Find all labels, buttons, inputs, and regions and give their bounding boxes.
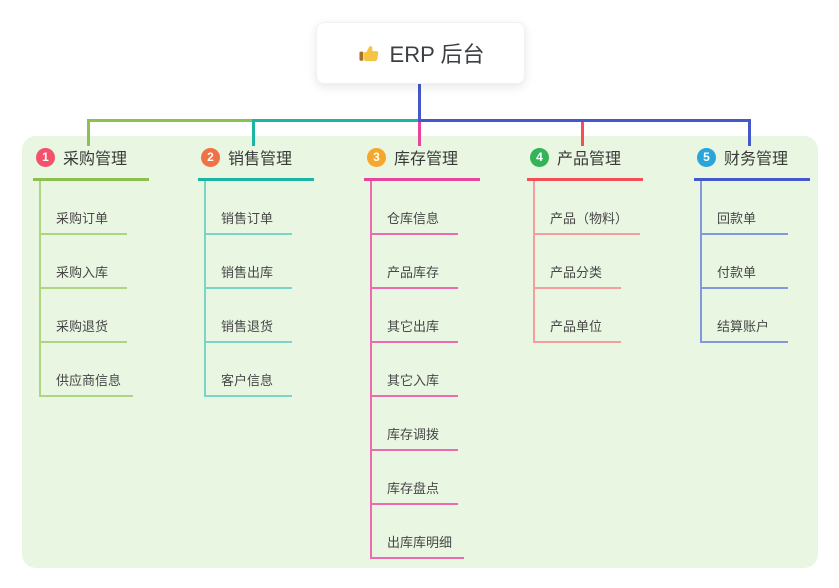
child-node-label: 产品分类 <box>533 262 621 289</box>
child-node-label: 销售退货 <box>204 316 292 343</box>
branch-vertical-line <box>700 181 702 343</box>
branch-vertical-line <box>370 181 372 559</box>
child-node-label: 采购订单 <box>39 208 127 235</box>
branch-drop-2 <box>252 119 255 146</box>
branch-采购管理: 1 采购管理 采购订单 采购入库 采购退货 供应商信息 <box>33 145 149 397</box>
child-node-label: 结算账户 <box>700 316 788 343</box>
branch-children: 销售订单 销售出库 销售退货 客户信息 <box>204 181 314 397</box>
child-node[interactable]: 采购退货 <box>39 289 149 343</box>
branch-children: 采购订单 采购入库 采购退货 供应商信息 <box>39 181 149 397</box>
branch-header[interactable]: 4 产品管理 <box>527 145 643 181</box>
branch-number-badge: 4 <box>530 147 549 167</box>
branch-产品管理: 4 产品管理 产品（物料） 产品分类 产品单位 <box>527 145 643 343</box>
child-node-label: 出库库明细 <box>370 532 465 559</box>
branch-number-badge: 5 <box>697 147 716 167</box>
branch-drop-3 <box>418 122 421 146</box>
branch-label: 财务管理 <box>724 151 789 168</box>
child-node-label: 库存盘点 <box>370 478 458 505</box>
root-connector <box>418 82 421 122</box>
branches-panel <box>22 136 818 568</box>
child-node-label: 产品（物料） <box>533 208 641 235</box>
child-node[interactable]: 其它出库 <box>370 289 480 343</box>
child-node[interactable]: 销售退货 <box>204 289 314 343</box>
child-node[interactable]: 出库库明细 <box>370 505 480 559</box>
root-title: ERP 后台 <box>389 42 485 67</box>
child-node[interactable]: 产品分类 <box>533 235 643 289</box>
child-node[interactable]: 结算账户 <box>700 289 810 343</box>
branch-header[interactable]: 3 库存管理 <box>364 145 480 181</box>
child-node[interactable]: 客户信息 <box>204 343 314 397</box>
child-node[interactable]: 销售出库 <box>204 235 314 289</box>
trunk-segment-2 <box>252 119 421 122</box>
child-node-label: 库存调拨 <box>370 424 458 451</box>
branch-header[interactable]: 2 销售管理 <box>198 145 314 181</box>
child-node-label: 客户信息 <box>204 370 292 397</box>
branch-header[interactable]: 5 财务管理 <box>694 145 810 181</box>
child-node[interactable]: 产品单位 <box>533 289 643 343</box>
child-node[interactable]: 采购入库 <box>39 235 149 289</box>
child-node[interactable]: 库存调拨 <box>370 397 480 451</box>
branch-drop-5 <box>748 119 751 146</box>
branch-number-badge: 1 <box>36 147 55 167</box>
branch-children: 仓库信息 产品库存 其它出库 其它入库 库存调拨 库存盘点 出库库明细 <box>370 181 480 559</box>
child-node[interactable]: 供应商信息 <box>39 343 149 397</box>
child-node-label: 产品库存 <box>370 262 458 289</box>
root-node[interactable]: ERP 后台 <box>316 22 525 84</box>
branch-number-badge: 2 <box>201 147 220 167</box>
child-node[interactable]: 付款单 <box>700 235 810 289</box>
branch-drop-1 <box>87 119 90 146</box>
branch-财务管理: 5 财务管理 回款单 付款单 结算账户 <box>694 145 810 343</box>
child-node-label: 供应商信息 <box>39 370 134 397</box>
child-node-label: 采购退货 <box>39 316 127 343</box>
branch-children: 产品（物料） 产品分类 产品单位 <box>533 181 643 343</box>
branch-label: 产品管理 <box>557 151 622 168</box>
branch-销售管理: 2 销售管理 销售订单 销售出库 销售退货 客户信息 <box>198 145 314 397</box>
child-node[interactable]: 库存盘点 <box>370 451 480 505</box>
branch-vertical-line <box>39 181 41 397</box>
child-node[interactable]: 销售订单 <box>204 181 314 235</box>
branch-label: 销售管理 <box>228 151 293 168</box>
child-node-label: 产品单位 <box>533 316 621 343</box>
branch-label: 采购管理 <box>63 151 128 168</box>
child-node[interactable]: 其它入库 <box>370 343 480 397</box>
child-node-label: 其它入库 <box>370 370 458 397</box>
branch-number-badge: 3 <box>367 147 386 167</box>
child-node-label: 其它出库 <box>370 316 458 343</box>
child-node-label: 付款单 <box>700 262 788 289</box>
child-node[interactable]: 仓库信息 <box>370 181 480 235</box>
child-node-label: 回款单 <box>700 208 788 235</box>
branch-children: 回款单 付款单 结算账户 <box>700 181 810 343</box>
child-node[interactable]: 产品库存 <box>370 235 480 289</box>
child-node-label: 销售订单 <box>204 208 292 235</box>
trunk-segment-1 <box>87 119 255 122</box>
child-node-label: 销售出库 <box>204 262 292 289</box>
trunk-segment-3 <box>418 119 751 122</box>
branch-vertical-line <box>204 181 206 397</box>
thumbs-up-icon <box>357 42 380 65</box>
branch-库存管理: 3 库存管理 仓库信息 产品库存 其它出库 其它入库 库存调拨 库存盘点 出库库… <box>364 145 480 559</box>
branch-drop-4 <box>581 122 584 146</box>
child-node[interactable]: 回款单 <box>700 181 810 235</box>
branch-header[interactable]: 1 采购管理 <box>33 145 149 181</box>
child-node-label: 仓库信息 <box>370 208 458 235</box>
child-node-label: 采购入库 <box>39 262 127 289</box>
branch-label: 库存管理 <box>394 151 459 168</box>
child-node[interactable]: 采购订单 <box>39 181 149 235</box>
child-node[interactable]: 产品（物料） <box>533 181 643 235</box>
branch-vertical-line <box>533 181 535 343</box>
